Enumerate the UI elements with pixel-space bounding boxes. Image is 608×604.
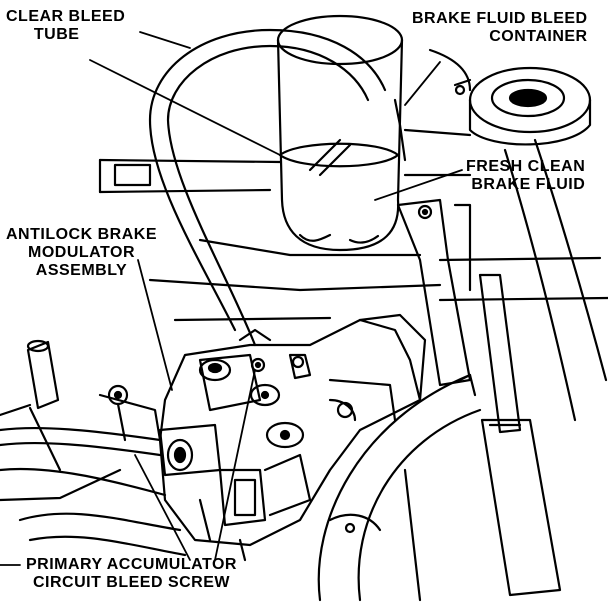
leader-fresh-fluid: [374, 169, 463, 201]
leader-bleed-screw-1: [214, 369, 256, 561]
leader-lines: [0, 31, 463, 566]
label-bleed-screw-line-2: CIRCUIT BLEED SCREW: [32, 574, 231, 591]
label-modulator-line-3: ASSEMBLY: [35, 262, 128, 279]
right-side-hoses: [478, 138, 608, 597]
leader-bleed-container: [404, 61, 441, 106]
label-bleed-container-line-2: CONTAINER: [489, 28, 588, 45]
label-fresh-fluid-line-2: BRAKE FLUID: [471, 176, 586, 193]
leader-modulator: [137, 259, 173, 391]
label-modulator-line-1: ANTILOCK BRAKE: [6, 226, 157, 243]
label-bleed-screw-line-1: PRIMARY ACCUMULATOR: [26, 556, 237, 573]
clear-bleed-tube: [148, 28, 387, 347]
label-bleed-container-line-1: BRAKE FLUID BLEED: [412, 10, 588, 27]
reservoir-cap: [428, 48, 592, 146]
label-clear-bleed-tube-line-1: CLEAR BLEED: [6, 8, 126, 25]
leader-clear-bleed-tube: [139, 31, 191, 49]
steering-rim: [317, 373, 482, 602]
label-modulator: ANTILOCK BRAKE MODULATOR ASSEMBLY: [6, 226, 157, 280]
label-fresh-fluid: FRESH CLEAN BRAKE FLUID: [466, 158, 585, 194]
label-clear-bleed-tube-line-2: TUBE: [33, 26, 80, 43]
mounting-brace: [396, 198, 472, 387]
label-bleed-container: BRAKE FLUID BLEED CONTAINER: [412, 10, 588, 46]
bleed-container: [276, 14, 407, 252]
label-clear-bleed-tube: CLEAR BLEED TUBE: [6, 8, 125, 44]
label-modulator-line-2: MODULATOR: [27, 244, 135, 261]
engine-bay-background: [98, 128, 608, 322]
brake-lines: [0, 384, 187, 557]
label-bleed-screw: PRIMARY ACCUMULATOR CIRCUIT BLEED SCREW: [26, 556, 237, 592]
hose-fitting: [0, 339, 62, 472]
leader-bleed-screw-2: [134, 454, 191, 561]
leader-tube-to-container: [89, 59, 281, 156]
modulator-assembly: [158, 313, 427, 562]
label-fresh-fluid-line-1: FRESH CLEAN: [466, 158, 586, 175]
